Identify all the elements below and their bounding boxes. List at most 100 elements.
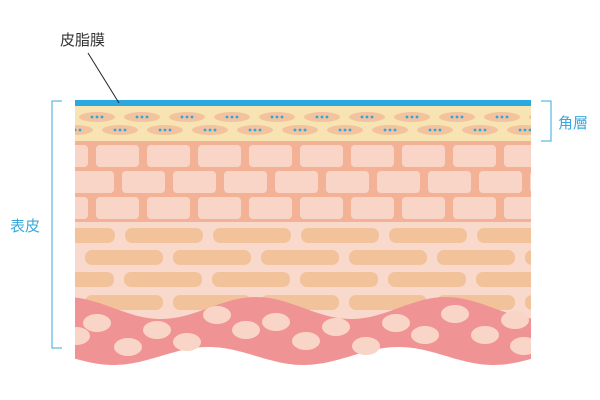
- stratum-corneum-layer: [75, 106, 531, 143]
- spinous-cell: [0, 250, 75, 265]
- dermis-cell: [203, 306, 231, 324]
- granular-cell: [224, 171, 267, 193]
- stratum-corneum-label: 角層: [558, 114, 589, 132]
- spinous-cell: [525, 250, 531, 265]
- spinous-cell: [349, 250, 427, 265]
- granular-cell: [377, 171, 420, 193]
- spinous-cell: [437, 250, 515, 265]
- granular-cell: [402, 145, 445, 167]
- granular-cell: [453, 145, 496, 167]
- nucleus-dot: [495, 115, 499, 119]
- spinous-cell: [388, 272, 466, 287]
- corneum-cell: [12, 125, 48, 135]
- nucleus-dot: [258, 128, 262, 132]
- epidermis-bracket: [51, 100, 62, 349]
- granular-cell: [198, 145, 241, 167]
- nucleus-dot: [208, 128, 212, 132]
- nucleus-dot: [90, 115, 94, 119]
- granular-cell: [351, 197, 394, 219]
- nucleus-dot: [460, 115, 464, 119]
- granular-cell: [198, 197, 241, 219]
- nucleus-dot: [528, 128, 531, 132]
- nucleus-dot: [383, 128, 387, 132]
- dermis-cell: [441, 305, 469, 323]
- nucleus-dot: [275, 115, 279, 119]
- nucleus-dot: [118, 128, 122, 132]
- spinous-cell: [173, 250, 251, 265]
- nucleus-dot: [56, 116, 59, 119]
- granular-cell: [96, 145, 139, 167]
- corneum-cell: [0, 112, 25, 122]
- spinous-cell: [0, 272, 26, 287]
- nucleus-dot: [428, 128, 432, 132]
- nucleus-dot: [95, 115, 99, 119]
- nucleus-dot: [180, 115, 184, 119]
- nucleus-dot: [348, 128, 352, 132]
- dermis-cell: [262, 313, 290, 331]
- granular-cell: [453, 197, 496, 219]
- nucleus-dot: [473, 128, 477, 132]
- granular-cell: [0, 145, 37, 167]
- nucleus-dot: [315, 115, 319, 119]
- granular-cell: [96, 197, 139, 219]
- sebum-pointer-line: [87, 52, 120, 104]
- dermis-cell: [501, 311, 529, 329]
- nucleus-dot: [135, 115, 139, 119]
- nucleus-dot: [518, 128, 522, 132]
- spinous-cell: [300, 272, 378, 287]
- nucleus-dot: [388, 128, 392, 132]
- dermis-cell: [173, 333, 201, 351]
- nucleus-dot: [225, 115, 229, 119]
- nucleus-dot: [546, 116, 549, 119]
- sebum-label: 皮脂膜: [60, 31, 106, 49]
- nucleus-dot: [140, 115, 144, 119]
- nucleus-dot: [293, 128, 297, 132]
- granular-cell: [249, 197, 292, 219]
- nucleus-dot: [438, 128, 442, 132]
- granular-cell: [428, 171, 471, 193]
- granular-cell: [351, 145, 394, 167]
- corneum-cell: [0, 125, 3, 135]
- nucleus-dot: [393, 128, 397, 132]
- granular-cell: [173, 171, 216, 193]
- nucleus-dot: [75, 128, 77, 132]
- corneum-bracket: [541, 100, 552, 142]
- corneum-cell: [75, 125, 93, 135]
- nucleus-dot: [46, 116, 49, 119]
- nucleus-dot: [78, 128, 82, 132]
- dermis-cells: [75, 305, 531, 356]
- nucleus-dot: [433, 128, 437, 132]
- nucleus-dot: [163, 128, 167, 132]
- nucleus-dot: [11, 116, 14, 119]
- dermis-cell: [471, 326, 499, 344]
- corneum-cell: [529, 114, 531, 120]
- dermis-cell: [232, 321, 260, 339]
- spinous-cell: [124, 272, 202, 287]
- nucleus-dot: [505, 115, 509, 119]
- nucleus-dot: [360, 115, 364, 119]
- nucleus-dot: [450, 115, 454, 119]
- dermis-cell: [292, 332, 320, 350]
- nucleus-dot: [69, 129, 72, 132]
- nucleus-dot: [410, 115, 414, 119]
- spinous-cell: [301, 228, 379, 243]
- nucleus-dot: [168, 128, 172, 132]
- granular-cell: [147, 197, 190, 219]
- granular-cell: [122, 171, 165, 193]
- nucleus-dot: [415, 115, 419, 119]
- spinous-cell: [125, 228, 203, 243]
- nucleus-dot: [145, 115, 149, 119]
- granular-cell: [300, 145, 343, 167]
- dermis-cell: [382, 314, 410, 332]
- dermis-cell: [352, 337, 380, 355]
- nucleus-dot: [185, 115, 189, 119]
- dermis-cell: [510, 337, 531, 355]
- nucleus-dot: [500, 115, 504, 119]
- nucleus-dot: [123, 128, 127, 132]
- nucleus-dot: [320, 115, 324, 119]
- nucleus-dot: [6, 116, 9, 119]
- nucleus-dot: [455, 115, 459, 119]
- nucleus-dot: [523, 128, 527, 132]
- nucleus-dot: [370, 115, 374, 119]
